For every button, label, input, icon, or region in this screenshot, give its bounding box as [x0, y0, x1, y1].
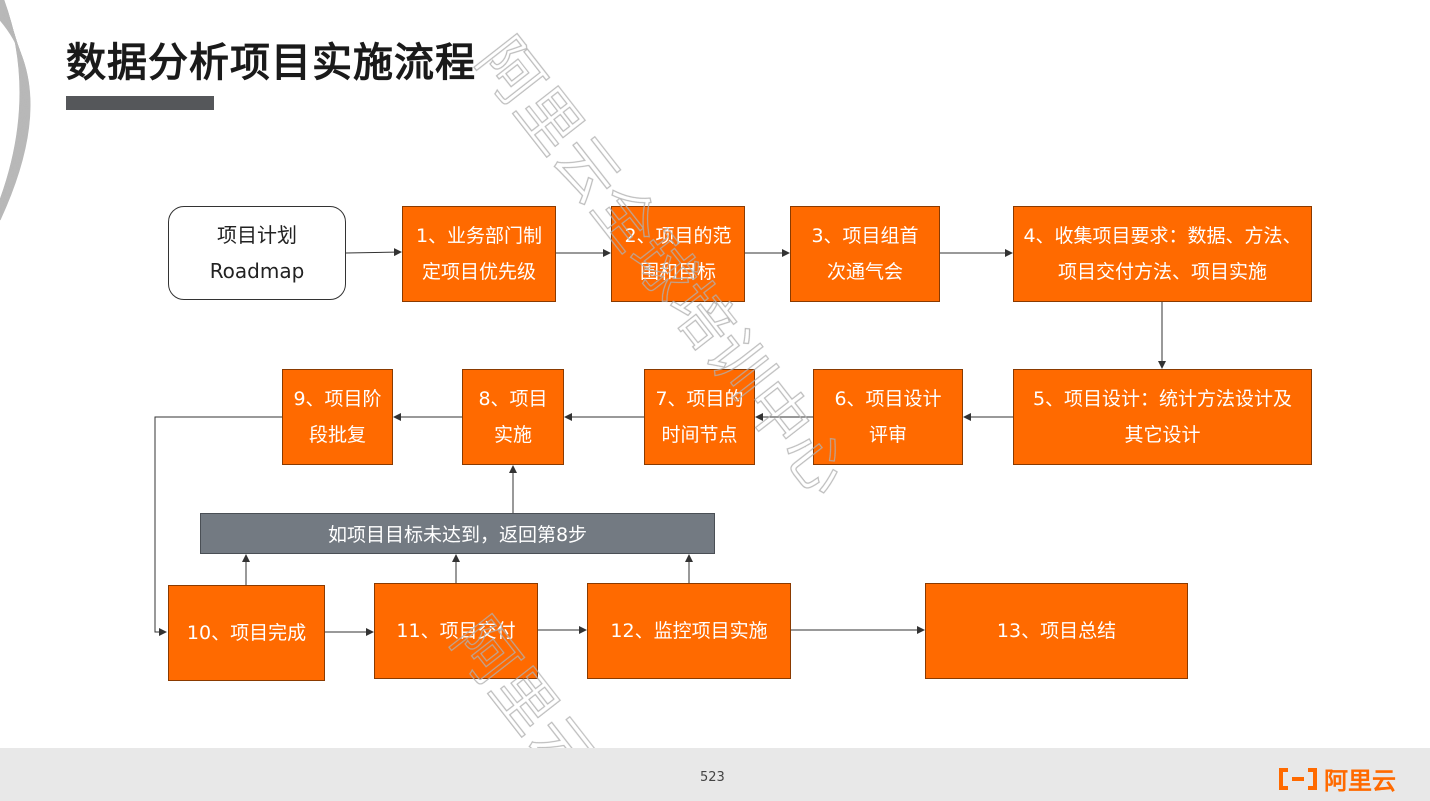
step-11-box: 11、项目交付	[374, 583, 538, 679]
arrow-start-to-1	[346, 252, 401, 253]
step-11-line1: 11、项目交付	[396, 613, 515, 649]
step-4-box: 4、收集项目要求：数据、方法、项目交付方法、项目实施	[1013, 206, 1312, 302]
step-12-line1: 12、监控项目实施	[610, 613, 767, 649]
step-1-line2: 定项目优先级	[416, 254, 542, 290]
step-10-box: 10、项目完成	[168, 585, 325, 681]
step-1-box: 1、业务部门制定项目优先级	[402, 206, 556, 302]
step-8-box: 8、项目实施	[462, 369, 564, 465]
step-7-box: 7、项目的时间节点	[644, 369, 755, 465]
step-13-line1: 13、项目总结	[997, 613, 1116, 649]
step-12-box: 12、监控项目实施	[587, 583, 791, 679]
step-6-line1: 6、项目设计	[834, 381, 941, 417]
brand-logo: 阿里云	[1278, 761, 1396, 796]
step-7-line2: 时间节点	[655, 417, 743, 453]
step-9-box: 9、项目阶段批复	[282, 369, 393, 465]
step-3-line1: 3、项目组首	[811, 218, 918, 254]
step-8-line2: 实施	[478, 417, 547, 453]
step-3-line2: 次通气会	[811, 254, 918, 290]
step-6-line2: 评审	[834, 417, 941, 453]
step-6-box: 6、项目设计评审	[813, 369, 963, 465]
step-9-line1: 9、项目阶	[293, 381, 381, 417]
loopback-return-bar: 如项目目标未达到，返回第8步	[200, 513, 715, 554]
step-3-box: 3、项目组首次通气会	[790, 206, 940, 302]
alibaba-cloud-logo-icon	[1278, 768, 1318, 790]
step-7-line1: 7、项目的	[655, 381, 743, 417]
step-10-line1: 10、项目完成	[187, 615, 306, 651]
logo-text: 阿里云	[1324, 761, 1396, 796]
step-8-line1: 8、项目	[478, 381, 547, 417]
step-2-box: 2、项目的范围和目标	[611, 206, 745, 302]
page-number: 523	[700, 770, 725, 785]
start-node-line2: Roadmap	[210, 259, 305, 283]
step-5-line1: 5、项目设计：统计方法设计及	[1033, 381, 1292, 417]
start-node-line1: 项目计划	[217, 223, 297, 247]
step-5-line2: 其它设计	[1033, 417, 1292, 453]
step-2-line1: 2、项目的范	[624, 218, 731, 254]
step-13-box: 13、项目总结	[925, 583, 1188, 679]
step-9-line2: 段批复	[293, 417, 381, 453]
step-1-line1: 1、业务部门制	[416, 218, 542, 254]
step-2-line2: 围和目标	[624, 254, 731, 290]
step-5-box: 5、项目设计：统计方法设计及其它设计	[1013, 369, 1312, 465]
step-4-line2: 项目交付方法、项目实施	[1023, 254, 1301, 290]
step-4-line1: 4、收集项目要求：数据、方法、	[1023, 218, 1301, 254]
start-node-project-plan: 项目计划 Roadmap	[168, 206, 346, 300]
